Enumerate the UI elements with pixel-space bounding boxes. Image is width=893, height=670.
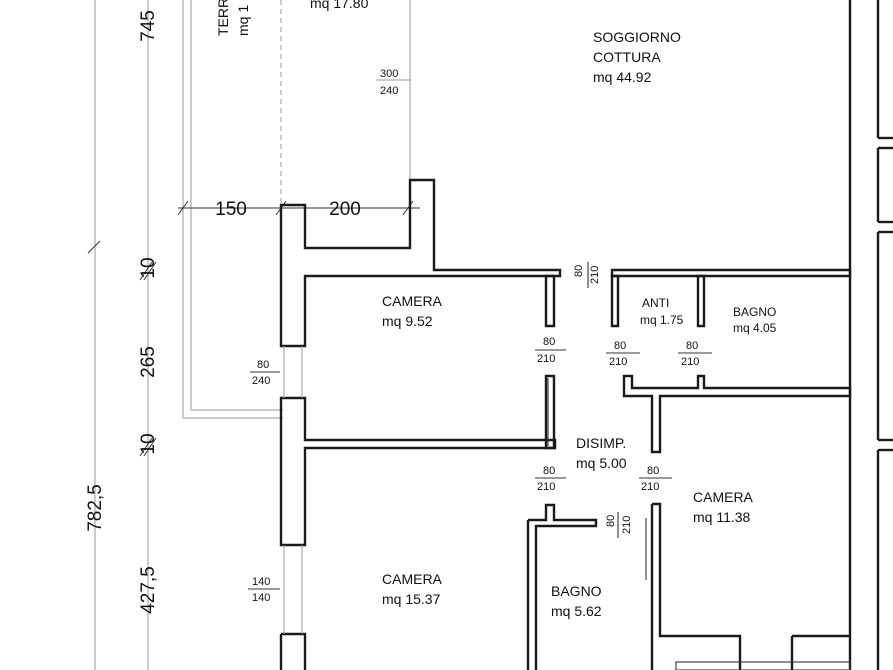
room-bagno1-area: mq 4.05 (733, 321, 777, 335)
room-top-area: mq 17.80 (310, 0, 369, 11)
opening-door-camera1-w: 80 (543, 336, 555, 348)
opening-window-left: 80 240 (250, 359, 280, 387)
room-soggiorno-line2: COTTURA (593, 49, 661, 65)
dim-h150: 150 (215, 199, 247, 220)
room-camera3: CAMERA mq 15.37 (382, 571, 443, 607)
walls (279, 0, 893, 670)
room-camera2: CAMERA mq 11.38 (693, 489, 754, 525)
room-bagno2-name: BAGNO (551, 583, 602, 599)
room-soggiorno-area: mq 44.92 (593, 69, 652, 85)
room-camera2-name: CAMERA (693, 489, 754, 505)
room-bagno2-area: mq 5.62 (551, 603, 602, 619)
opening-window-top: 300 240 (380, 68, 398, 97)
opening-door-anti-w: 80 (614, 340, 626, 352)
room-disimp-area: mq 5.00 (576, 455, 627, 471)
opening-door-anti-h: 210 (609, 356, 627, 368)
opening-door-camera2-w: 80 (647, 465, 659, 477)
room-bagno1-name: BAGNO (733, 305, 776, 319)
opening-door-camera2: 80 210 (639, 465, 672, 493)
opening-door-bagno2-w: 80 (605, 515, 617, 527)
room-anti: ANTI mq 1.75 (640, 296, 684, 327)
room-bagno2: BAGNO mq 5.62 (551, 583, 602, 619)
opening-door-soggiorno-w: 80 (573, 265, 585, 277)
opening-window-top-w: 300 (380, 68, 398, 80)
opening-door-bagno2: 80 210 (605, 512, 633, 538)
dim-wall2: 10 (138, 433, 159, 454)
opening-door-soggiorno: 80 210 (573, 262, 601, 288)
opening-window-bottom-h: 140 (252, 592, 270, 604)
room-bagno1: BAGNO mq 4.05 (733, 305, 777, 335)
opening-door-camera3-w: 80 (543, 465, 555, 477)
opening-door-camera3: 80 210 (535, 465, 566, 493)
room-camera1: CAMERA mq 9.52 (382, 293, 443, 329)
opening-window-left-h: 240 (252, 375, 270, 387)
room-camera2-area: mq 11.38 (693, 509, 751, 525)
room-terrazzo-name: TERR (215, 0, 231, 36)
room-terrazzo: TERR mq 1 (215, 0, 251, 36)
opening-window-left-w: 80 (257, 359, 269, 371)
room-camera1-area: mq 9.52 (382, 313, 433, 329)
dim-bottom: 427,5 (138, 566, 159, 614)
opening-door-bagno1-h: 210 (681, 356, 699, 368)
opening-door-soggiorno-h: 210 (589, 266, 601, 284)
room-anti-area: mq 1.75 (640, 313, 684, 327)
room-disimp: DISIMP. mq 5.00 (576, 435, 627, 471)
room-disimp-name: DISIMP. (576, 435, 626, 451)
dim-mid: 265 (138, 346, 159, 378)
room-terrazzo-area: mq 1 (235, 5, 251, 36)
opening-door-bagno2-h: 210 (621, 516, 633, 534)
opening-window-top-h: 240 (380, 85, 398, 97)
room-camera3-name: CAMERA (382, 571, 443, 587)
opening-door-bagno1: 80 210 (678, 340, 712, 368)
dim-total: 782,5 (85, 484, 106, 532)
opening-window-bottom: 140 140 (248, 576, 280, 604)
opening-window-bottom-w: 140 (252, 576, 270, 588)
opening-door-bagno1-w: 80 (686, 340, 698, 352)
dim-h200: 200 (329, 199, 361, 220)
opening-door-anti: 80 210 (606, 340, 640, 368)
room-soggiorno: SOGGIORNO COTTURA mq 44.92 (593, 29, 681, 85)
dim-top: 745 (138, 10, 159, 42)
opening-door-camera2-h: 210 (641, 481, 659, 493)
room-camera1-name: CAMERA (382, 293, 443, 309)
dimension-lines (87, 0, 420, 670)
room-anti-name: ANTI (642, 296, 669, 310)
dim-wall1: 10 (138, 257, 159, 278)
room-camera3-area: mq 15.37 (382, 591, 441, 607)
opening-door-camera1: 80 210 (535, 336, 566, 365)
opening-door-camera1-h: 210 (537, 353, 555, 365)
room-soggiorno-line1: SOGGIORNO (593, 29, 681, 45)
opening-door-camera3-h: 210 (537, 481, 555, 493)
